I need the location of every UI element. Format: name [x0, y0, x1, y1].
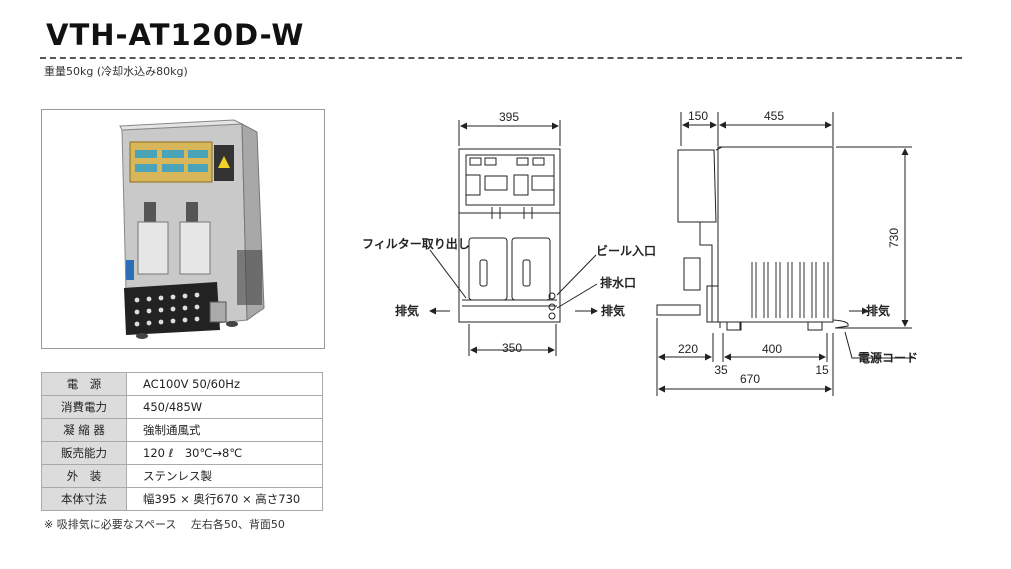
spec-value: ステンレス製: [126, 464, 323, 488]
dimension-drawing: 395 350 150 455 730 220 400 35 15 670 フィ…: [362, 109, 918, 396]
spec-table: 電 源 AC100V 50/60Hz 消費電力 450/485W 凝 縮 器 強…: [41, 372, 323, 511]
table-row: 本体寸法 幅395 × 奥行670 × 高さ730: [41, 487, 323, 511]
label-exhaust-side: 排気: [866, 303, 890, 318]
dim-side-small-1: 35: [714, 363, 728, 377]
label-beer-in: ビール入口: [596, 243, 656, 258]
dim-front-width: 395: [499, 110, 519, 124]
table-row: 外 装 ステンレス製: [41, 464, 323, 488]
model-title: VTH-AT120D-W: [46, 18, 305, 52]
spec-value: 120 ℓ 30℃→8℃: [126, 441, 323, 465]
table-row: 消費電力 450/485W: [41, 395, 323, 419]
spec-label: 電 源: [41, 372, 127, 396]
dim-side-small-2: 15: [815, 363, 829, 377]
label-exhaust-front: 排気: [601, 303, 625, 318]
spec-value: 幅395 × 奥行670 × 高さ730: [126, 487, 323, 511]
table-row: 凝 縮 器 強制通風式: [41, 418, 323, 442]
dim-side-bottom-2: 400: [762, 342, 782, 356]
product-photo: [41, 109, 325, 349]
label-power-cord: 電源コード: [858, 350, 918, 365]
spec-value: 450/485W: [126, 395, 323, 419]
weight-text: 重量50kg (冷却水込み80kg): [44, 65, 188, 78]
spec-label: 本体寸法: [41, 487, 127, 511]
dim-side-top-left: 150: [688, 109, 708, 123]
table-row: 電 源 AC100V 50/60Hz: [41, 372, 323, 396]
clearance-note: ※ 吸排気に必要なスペース 左右各50、背面50: [44, 518, 285, 531]
dim-side-total: 670: [740, 372, 760, 386]
title-divider: [40, 57, 962, 59]
spec-value: 強制通風式: [126, 418, 323, 442]
dim-side-bottom-1: 220: [678, 342, 698, 356]
label-exhaust-left: 排気: [395, 303, 419, 318]
spec-label: 外 装: [41, 464, 127, 488]
label-filter: フィルター取り出し: [362, 236, 470, 251]
beer-server-illustration: [119, 119, 265, 339]
table-row: 販売能力 120 ℓ 30℃→8℃: [41, 441, 323, 465]
spec-label: 凝 縮 器: [41, 418, 127, 442]
label-drain: 排水口: [600, 275, 636, 290]
spec-value: AC100V 50/60Hz: [126, 372, 323, 396]
dim-front-base: 350: [502, 341, 522, 355]
dim-side-top-right: 455: [764, 109, 784, 123]
spec-label: 販売能力: [41, 441, 127, 465]
dim-side-height: 730: [887, 228, 901, 248]
spec-label: 消費電力: [41, 395, 127, 419]
